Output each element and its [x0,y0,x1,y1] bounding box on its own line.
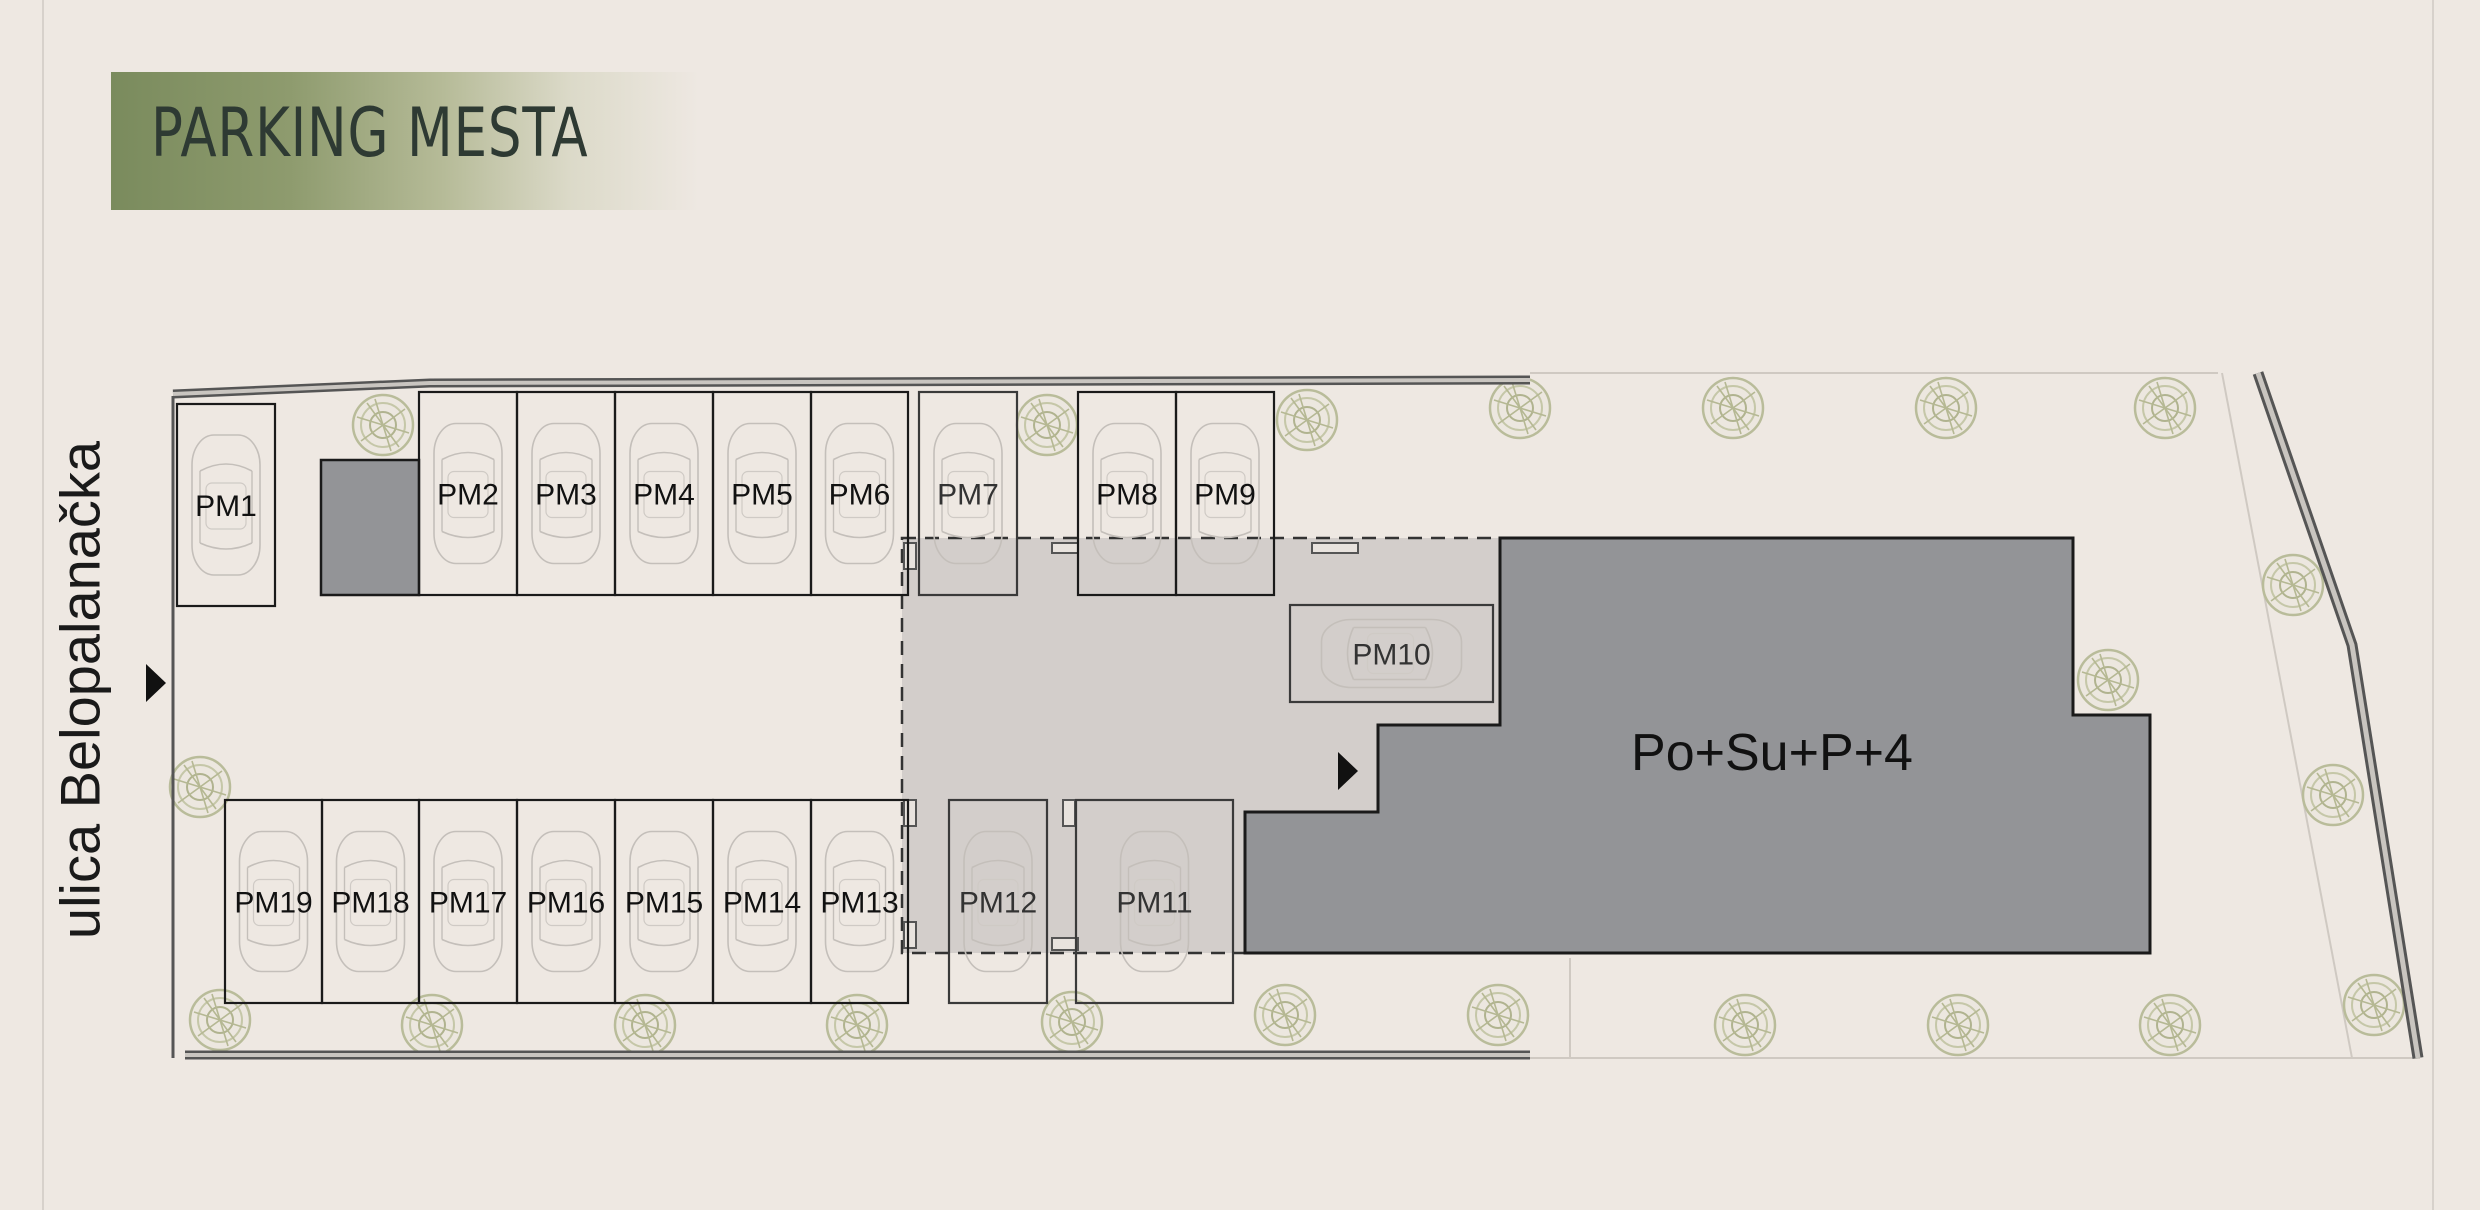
title-banner: PARKING MESTA [111,72,751,210]
tree-icon [1701,376,1765,440]
spot-label: PM16 [527,887,605,920]
page-title: PARKING MESTA [151,94,589,173]
spot-label: PM13 [820,887,898,920]
parking-spot-pm1: PM1 [175,402,277,608]
entrance-arrow-icon [146,664,166,702]
spot-label: PM4 [633,479,695,512]
parking-spot-pm18: PM18 [320,798,421,1005]
tree-icon [1275,388,1339,452]
spot-label: PM15 [625,887,703,920]
tree-icon [351,393,415,457]
tree-icon [1914,376,1978,440]
parking-spot-pm13: PM13 [809,798,910,1005]
spot-outline [1174,390,1276,597]
building [1243,536,2152,955]
tree-icon [2342,973,2406,1037]
spot-label: PM11 [1116,887,1192,920]
spot-outline [175,402,277,608]
tree-icon [1015,393,1079,457]
spot-outline [1074,798,1235,1005]
parking-spot-pm14: PM14 [711,798,813,1005]
spot-label: PM1 [195,490,257,523]
spot-label: PM2 [437,479,499,512]
parking-spot-pm16: PM16 [515,798,617,1005]
page-border-right [2432,0,2434,1210]
spot-label: PM6 [829,479,891,512]
spot-label: PM8 [1096,479,1158,512]
tree-icon [1040,990,1104,1054]
spot-label: PM5 [731,479,793,512]
site-walls [171,371,2424,1060]
tree-icon [2301,763,2365,827]
spot-label: PM14 [723,887,801,920]
parking-spot-pm2: PM2 [417,390,519,597]
building-label: Po+Su+P+4 [1631,724,1913,782]
spot-label: PM9 [1194,479,1256,512]
tree-icon [2138,993,2202,1057]
spot-label: PM19 [234,887,312,920]
spot-label: PM3 [535,479,597,512]
tree-icon [2261,553,2325,617]
parking-spot-pm4: PM4 [613,390,715,597]
parking-spot-pm15: PM15 [613,798,715,1005]
spot-outline [947,798,1049,1005]
parking-spot-pm10: PM10 [1288,603,1495,704]
tree-icon [1926,993,1990,1057]
tree-icon [1253,983,1317,1047]
tree-icon [1488,376,1552,440]
tree-icon [1466,983,1530,1047]
spot-outline [1288,603,1495,704]
parking-spot-pm19: PM19 [223,798,324,1005]
spot-label: PM7 [937,479,999,512]
entrance-arrow-icon [1338,752,1358,790]
tree-icon [2133,376,2197,440]
parking-spot-pm6: PM6 [809,390,910,597]
spot-label: PM18 [331,887,409,920]
spot-label: PM12 [959,887,1037,920]
parking-spot-pm5: PM5 [711,390,813,597]
page-border-left [42,0,44,1210]
spot-outline [223,798,324,1005]
utility-box [319,458,421,597]
parking-spot-pm7: PM7 [917,390,1019,597]
tree-icon [168,755,232,819]
spot-outline [809,390,910,597]
spot-outline [917,390,1019,597]
spot-label: PM17 [429,887,507,920]
parking-spot-pm11: PM11 [1074,798,1235,1005]
tree-icon [1713,993,1777,1057]
tree-icon [2076,648,2140,712]
parking-spot-pm12: PM12 [947,798,1049,1005]
parking-spot-pm9: PM9 [1174,390,1276,597]
plot-boundary [1530,372,2420,1059]
parking-spot-pm3: PM3 [515,390,617,597]
spot-label: PM10 [1352,639,1430,672]
tree-icon [188,988,252,1052]
parking-spot-pm17: PM17 [417,798,519,1005]
